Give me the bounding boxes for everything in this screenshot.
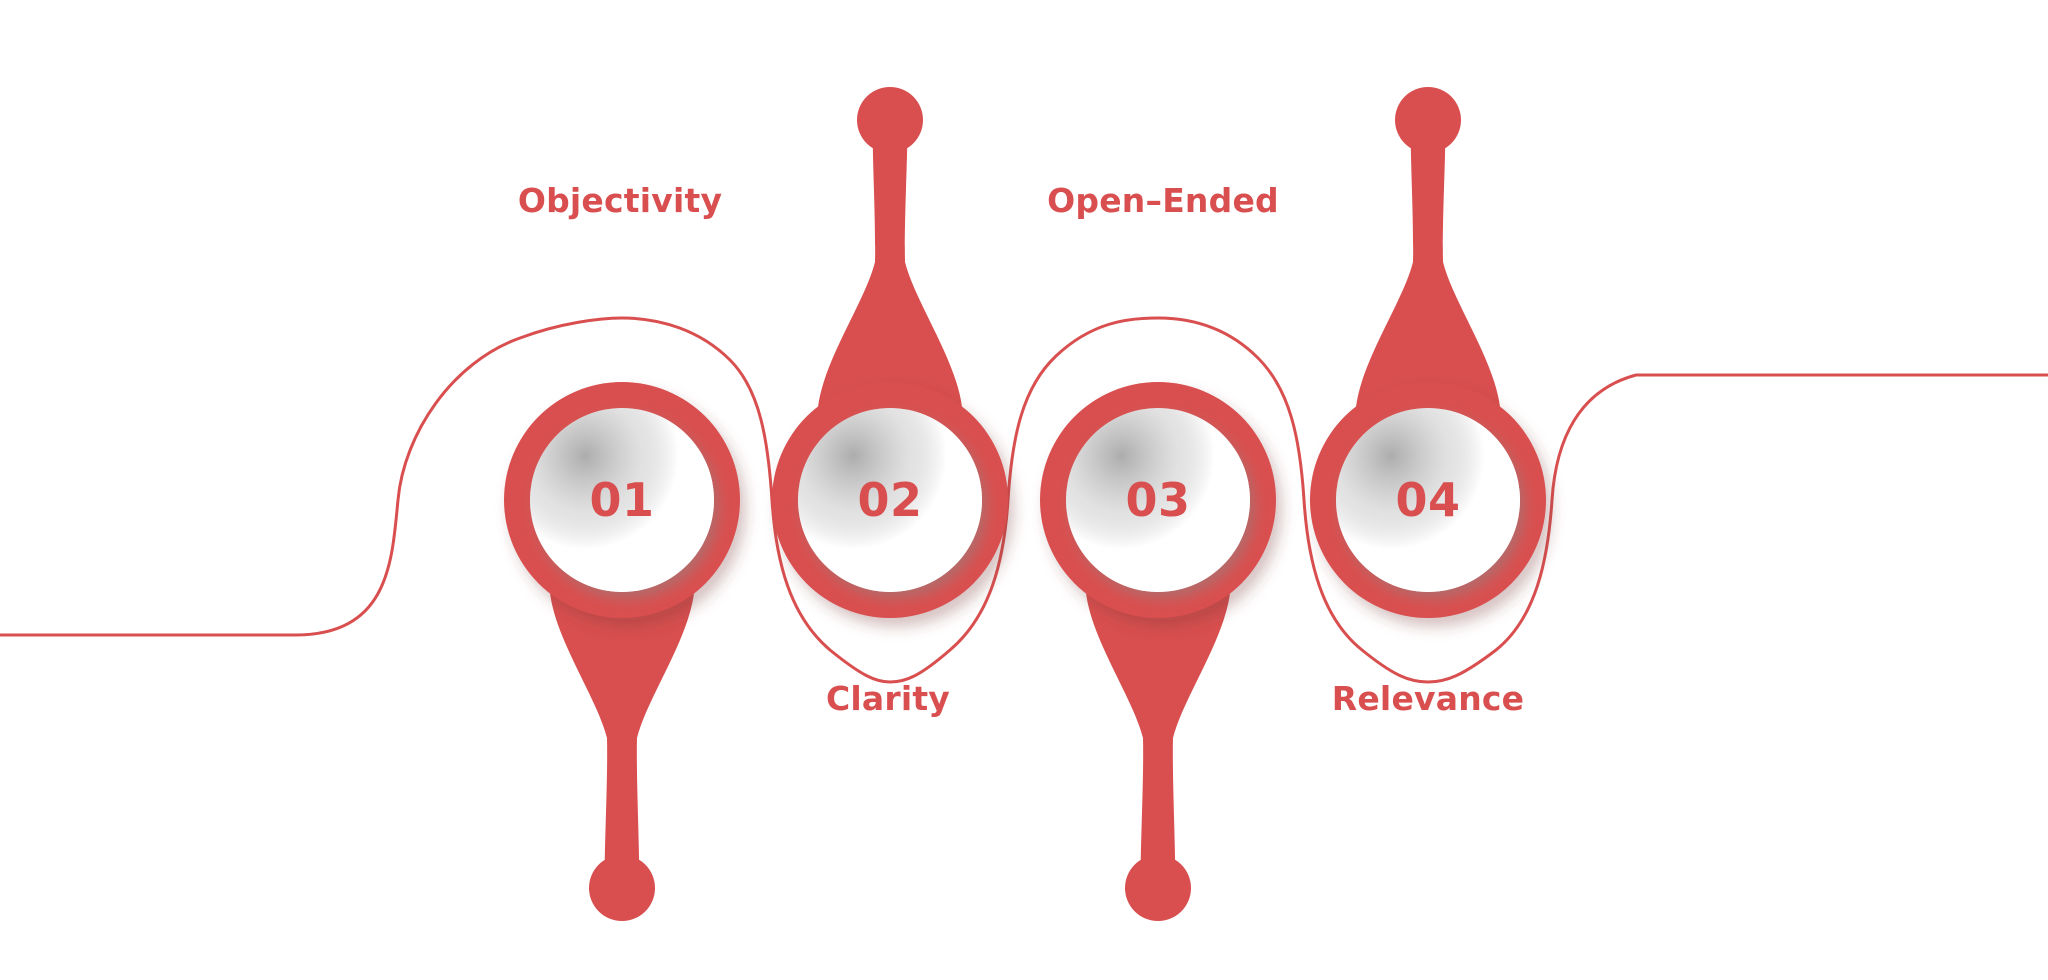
pin-stem <box>550 593 694 870</box>
step-label-04: Relevance <box>1332 679 1525 718</box>
pin-terminal-dot <box>857 87 923 153</box>
step-disc <box>530 408 714 592</box>
step-number: 01 <box>589 473 654 527</box>
step-disc <box>798 408 982 592</box>
step-pin-03[interactable]: 03 <box>1040 382 1276 921</box>
step-label-01: Objectivity <box>518 181 722 220</box>
serpentine-connector-line <box>0 316 2048 684</box>
step-number: 02 <box>857 473 922 527</box>
step-label-02: Clarity <box>826 679 950 718</box>
step-number: 04 <box>1395 473 1460 527</box>
pin-terminal-dot <box>1395 87 1461 153</box>
step-disc <box>1336 408 1520 592</box>
step-label-03: Open–Ended <box>1047 181 1279 220</box>
pins-layer: 01 02 03 04 <box>504 87 1546 921</box>
step-number: 03 <box>1125 473 1190 527</box>
connector-path <box>0 316 2048 684</box>
step-disc <box>1066 408 1250 592</box>
pin-stem <box>1356 138 1500 407</box>
step-pin-04[interactable]: 04 <box>1310 87 1546 618</box>
step-pin-01[interactable]: 01 <box>504 382 740 921</box>
step-pin-02[interactable]: 02 <box>772 87 1008 618</box>
pin-terminal-dot <box>589 855 655 921</box>
pin-stem <box>818 138 962 407</box>
pin-terminal-dot <box>1125 855 1191 921</box>
pin-stem <box>1086 593 1230 870</box>
